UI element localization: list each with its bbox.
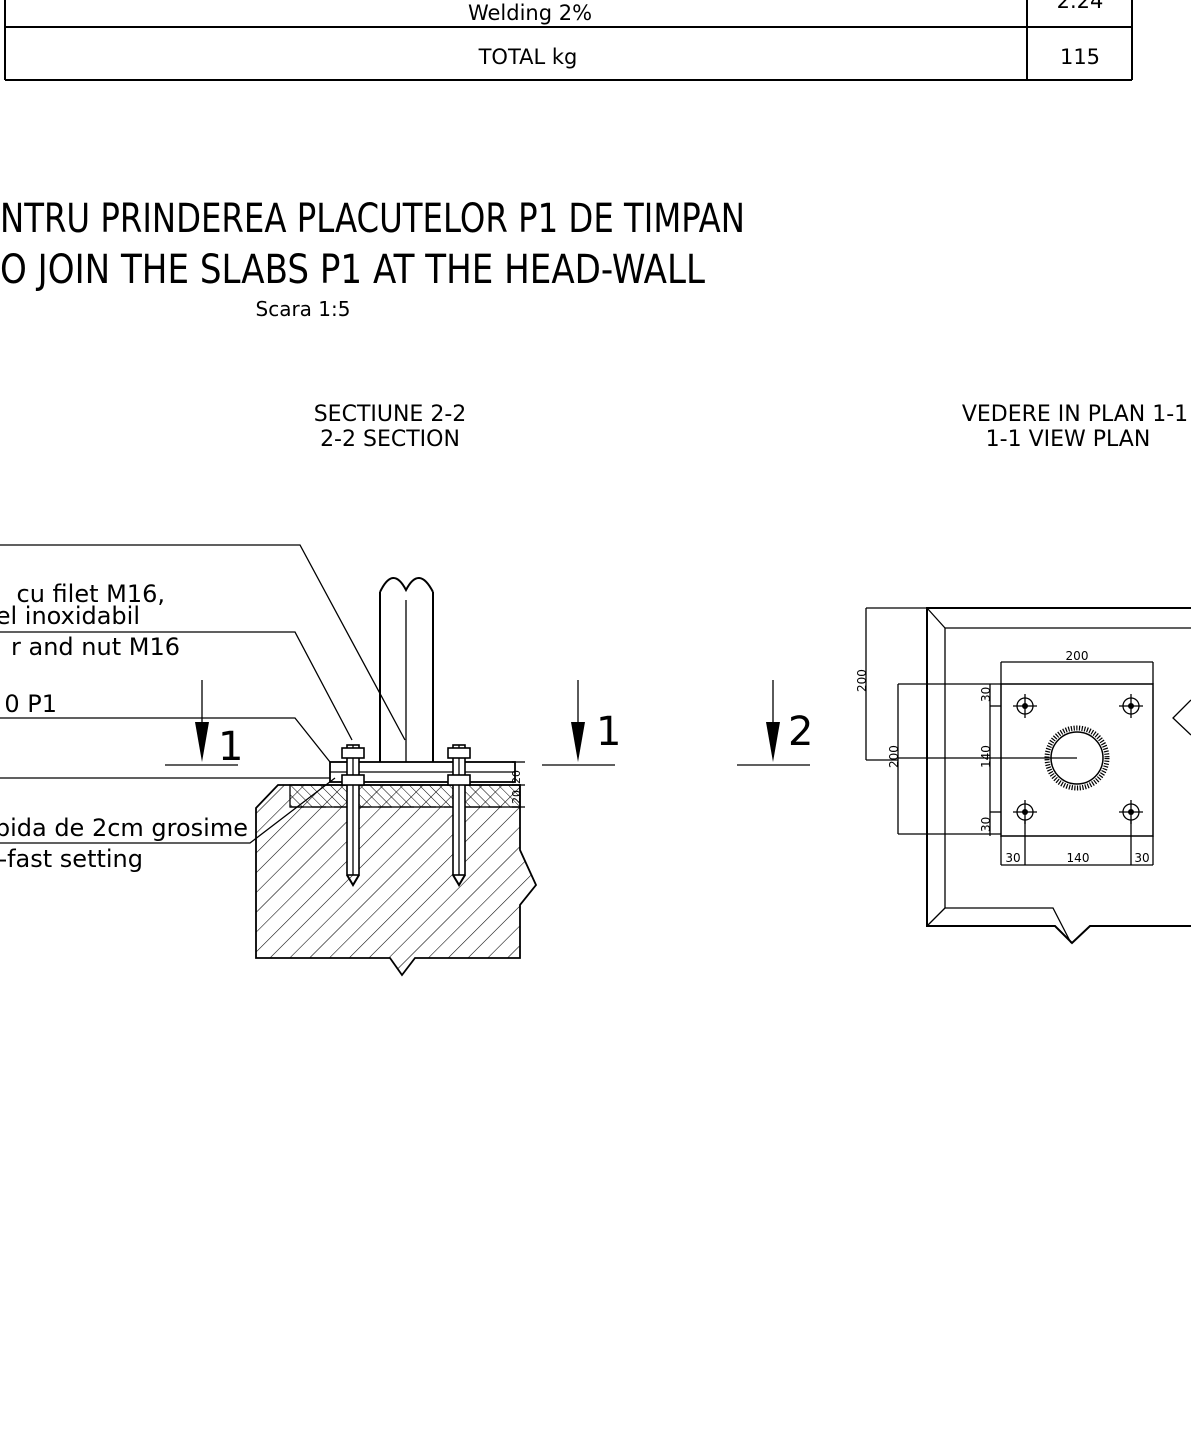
dim-bottom-right: 30	[1134, 851, 1149, 865]
svg-text:2: 2	[788, 709, 813, 755]
table-row-value: 2.24	[1057, 0, 1104, 13]
cut-mark: 1	[165, 680, 243, 770]
label-plate: 0 P1	[4, 690, 57, 718]
bolt-plan	[1013, 694, 1037, 718]
dim-plate-thickness: 20	[510, 770, 523, 784]
dim-outer-height: 200	[855, 669, 869, 692]
section-title-en: 2-2 SECTION	[320, 427, 460, 452]
label-bolt-ro: cu filet M16,	[17, 580, 166, 608]
plan-view: VEDERE IN PLAN 1-1 1-1 VIEW PLAN	[855, 402, 1191, 945]
dim-edge-top: 30	[979, 687, 993, 702]
dim-edge-bottom: 30	[979, 817, 993, 832]
anchor-bolt-left	[341, 744, 365, 887]
title-line-ro: NTRU PRINDEREA PLACUTELOR P1 DE TIMPAN	[0, 196, 745, 242]
drawing-title: NTRU PRINDEREA PLACUTELOR P1 DE TIMPAN O…	[0, 196, 745, 321]
scale-label: Scara 1:5	[256, 297, 351, 321]
weight-table: Welding 2% 2.24 TOTAL kg 115	[4, 0, 1133, 81]
section-view: SECTIUNE 2-2 2-2 SECTION	[0, 402, 813, 977]
label-grout-en: -fast setting	[0, 845, 143, 873]
dim-middle: 140	[979, 745, 993, 768]
svg-text:1: 1	[218, 724, 243, 770]
plan-title-ro: VEDERE IN PLAN 1-1	[962, 402, 1188, 427]
section-title-ro: SECTIUNE 2-2	[314, 402, 467, 427]
table-row-label: Welding 2%	[468, 1, 592, 25]
dim-bottom-left: 30	[1005, 851, 1020, 865]
dim-inner-height: 200	[887, 745, 901, 768]
anchor-bolt-right	[447, 744, 471, 887]
dim-grout-thickness: 20	[510, 790, 523, 804]
cut-mark: 1	[542, 680, 621, 766]
table-row-label: TOTAL kg	[478, 45, 578, 69]
label-grout-ro: bida de 2cm grosime	[0, 814, 248, 842]
cut-mark: 2	[737, 680, 813, 766]
grout-layer	[289, 784, 521, 808]
dim-bottom-middle: 140	[1067, 851, 1090, 865]
table-row-value: 115	[1060, 45, 1100, 69]
bolt-plan	[1119, 694, 1143, 718]
plan-title-en: 1-1 VIEW PLAN	[986, 427, 1151, 452]
dim-top-width: 200	[1066, 649, 1089, 663]
title-line-en: O JOIN THE SLABS P1 AT THE HEAD-WALL	[0, 247, 706, 293]
svg-text:1: 1	[596, 709, 621, 755]
label-washer-nut: r and nut M16	[11, 633, 180, 661]
concrete-block	[255, 784, 538, 977]
pipe-column	[379, 577, 434, 762]
label-bolt-material: tel inoxidabil	[0, 602, 140, 630]
